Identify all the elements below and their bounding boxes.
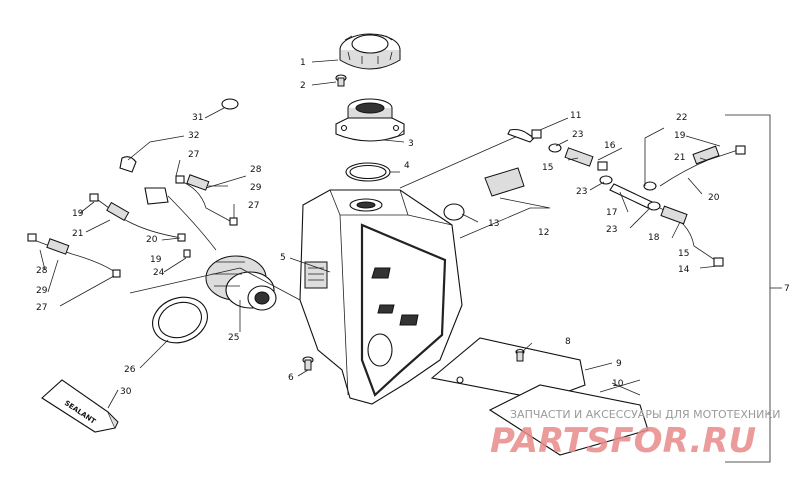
callout-23a: 23 [572, 130, 583, 140]
leader-lines [39, 59, 721, 409]
callout-13: 13 [488, 219, 499, 229]
callout-20a: 20 [146, 235, 158, 245]
bolt-6 [302, 356, 314, 371]
watermark-logo: PARTSFOR.RU [490, 421, 756, 461]
callout-9: 9 [616, 359, 622, 369]
callout-28a: 28 [250, 165, 262, 175]
callout-17: 17 [606, 208, 617, 218]
watermark-caption: ЗАПЧАСТИ И АКСЕССУАРЫ ДЛЯ МОТОТЕХНИКИ [510, 408, 780, 421]
callout-10: 10 [612, 379, 624, 389]
callout-27a: 27 [188, 150, 199, 160]
callout-1: 1 [300, 58, 306, 68]
bolt-8 [515, 348, 525, 362]
callout-5: 5 [280, 253, 286, 263]
left-hoses [27, 98, 239, 278]
callout-30: 30 [120, 387, 132, 397]
plate-9 [430, 337, 586, 401]
callout-29a: 29 [250, 183, 262, 193]
callout-20b: 20 [708, 193, 720, 203]
screw-2 [335, 74, 347, 87]
callout-11: 11 [570, 111, 581, 121]
o-ring-4 [345, 162, 391, 182]
sealant-tube: SEALANT [41, 379, 119, 433]
callout-16: 16 [604, 141, 616, 151]
callout-23b: 23 [576, 187, 587, 197]
filler-neck [335, 98, 405, 142]
callout-21a: 21 [72, 229, 83, 239]
fuel-pump [205, 255, 277, 311]
callout-27b: 27 [248, 201, 259, 211]
callout-7: 7 [784, 284, 790, 294]
right-hoses [399, 128, 746, 267]
callout-23c: 23 [606, 225, 617, 235]
callout-15a: 15 [542, 163, 553, 173]
callout-8: 8 [565, 337, 571, 347]
callout-26: 26 [124, 365, 136, 375]
callout-24: 24 [153, 268, 165, 278]
callout-14: 14 [678, 265, 690, 275]
callout-18: 18 [648, 233, 660, 243]
callout-19a: 19 [72, 209, 84, 219]
callout-15b: 15 [678, 249, 689, 259]
callout-21b: 21 [674, 153, 685, 163]
callout-19c: 19 [674, 131, 686, 141]
callout-29b: 29 [36, 286, 48, 296]
callout-19b: 19 [150, 255, 162, 265]
callout-4: 4 [404, 161, 410, 171]
callout-6: 6 [288, 373, 294, 383]
watermark: ЗАПЧАСТИ И АКСЕССУАРЫ ДЛЯ МОТОТЕХНИКИ PA… [490, 408, 780, 461]
callout-3: 3 [408, 139, 414, 149]
bracket-7 [725, 114, 782, 463]
fuel-tank [299, 189, 463, 405]
callout-22: 22 [676, 113, 687, 123]
callouts: 1 2 3 4 5 6 7 8 9 10 11 12 13 14 15 15 1… [36, 58, 790, 397]
callout-25: 25 [228, 333, 239, 343]
callout-28b: 28 [36, 266, 48, 276]
callout-12: 12 [538, 228, 549, 238]
callout-2: 2 [300, 81, 306, 91]
callout-27c: 27 [36, 303, 47, 313]
callout-31: 31 [192, 113, 203, 123]
callout-32: 32 [188, 131, 199, 141]
pump-seal-26 [152, 296, 208, 344]
fuel-cap [339, 33, 401, 70]
